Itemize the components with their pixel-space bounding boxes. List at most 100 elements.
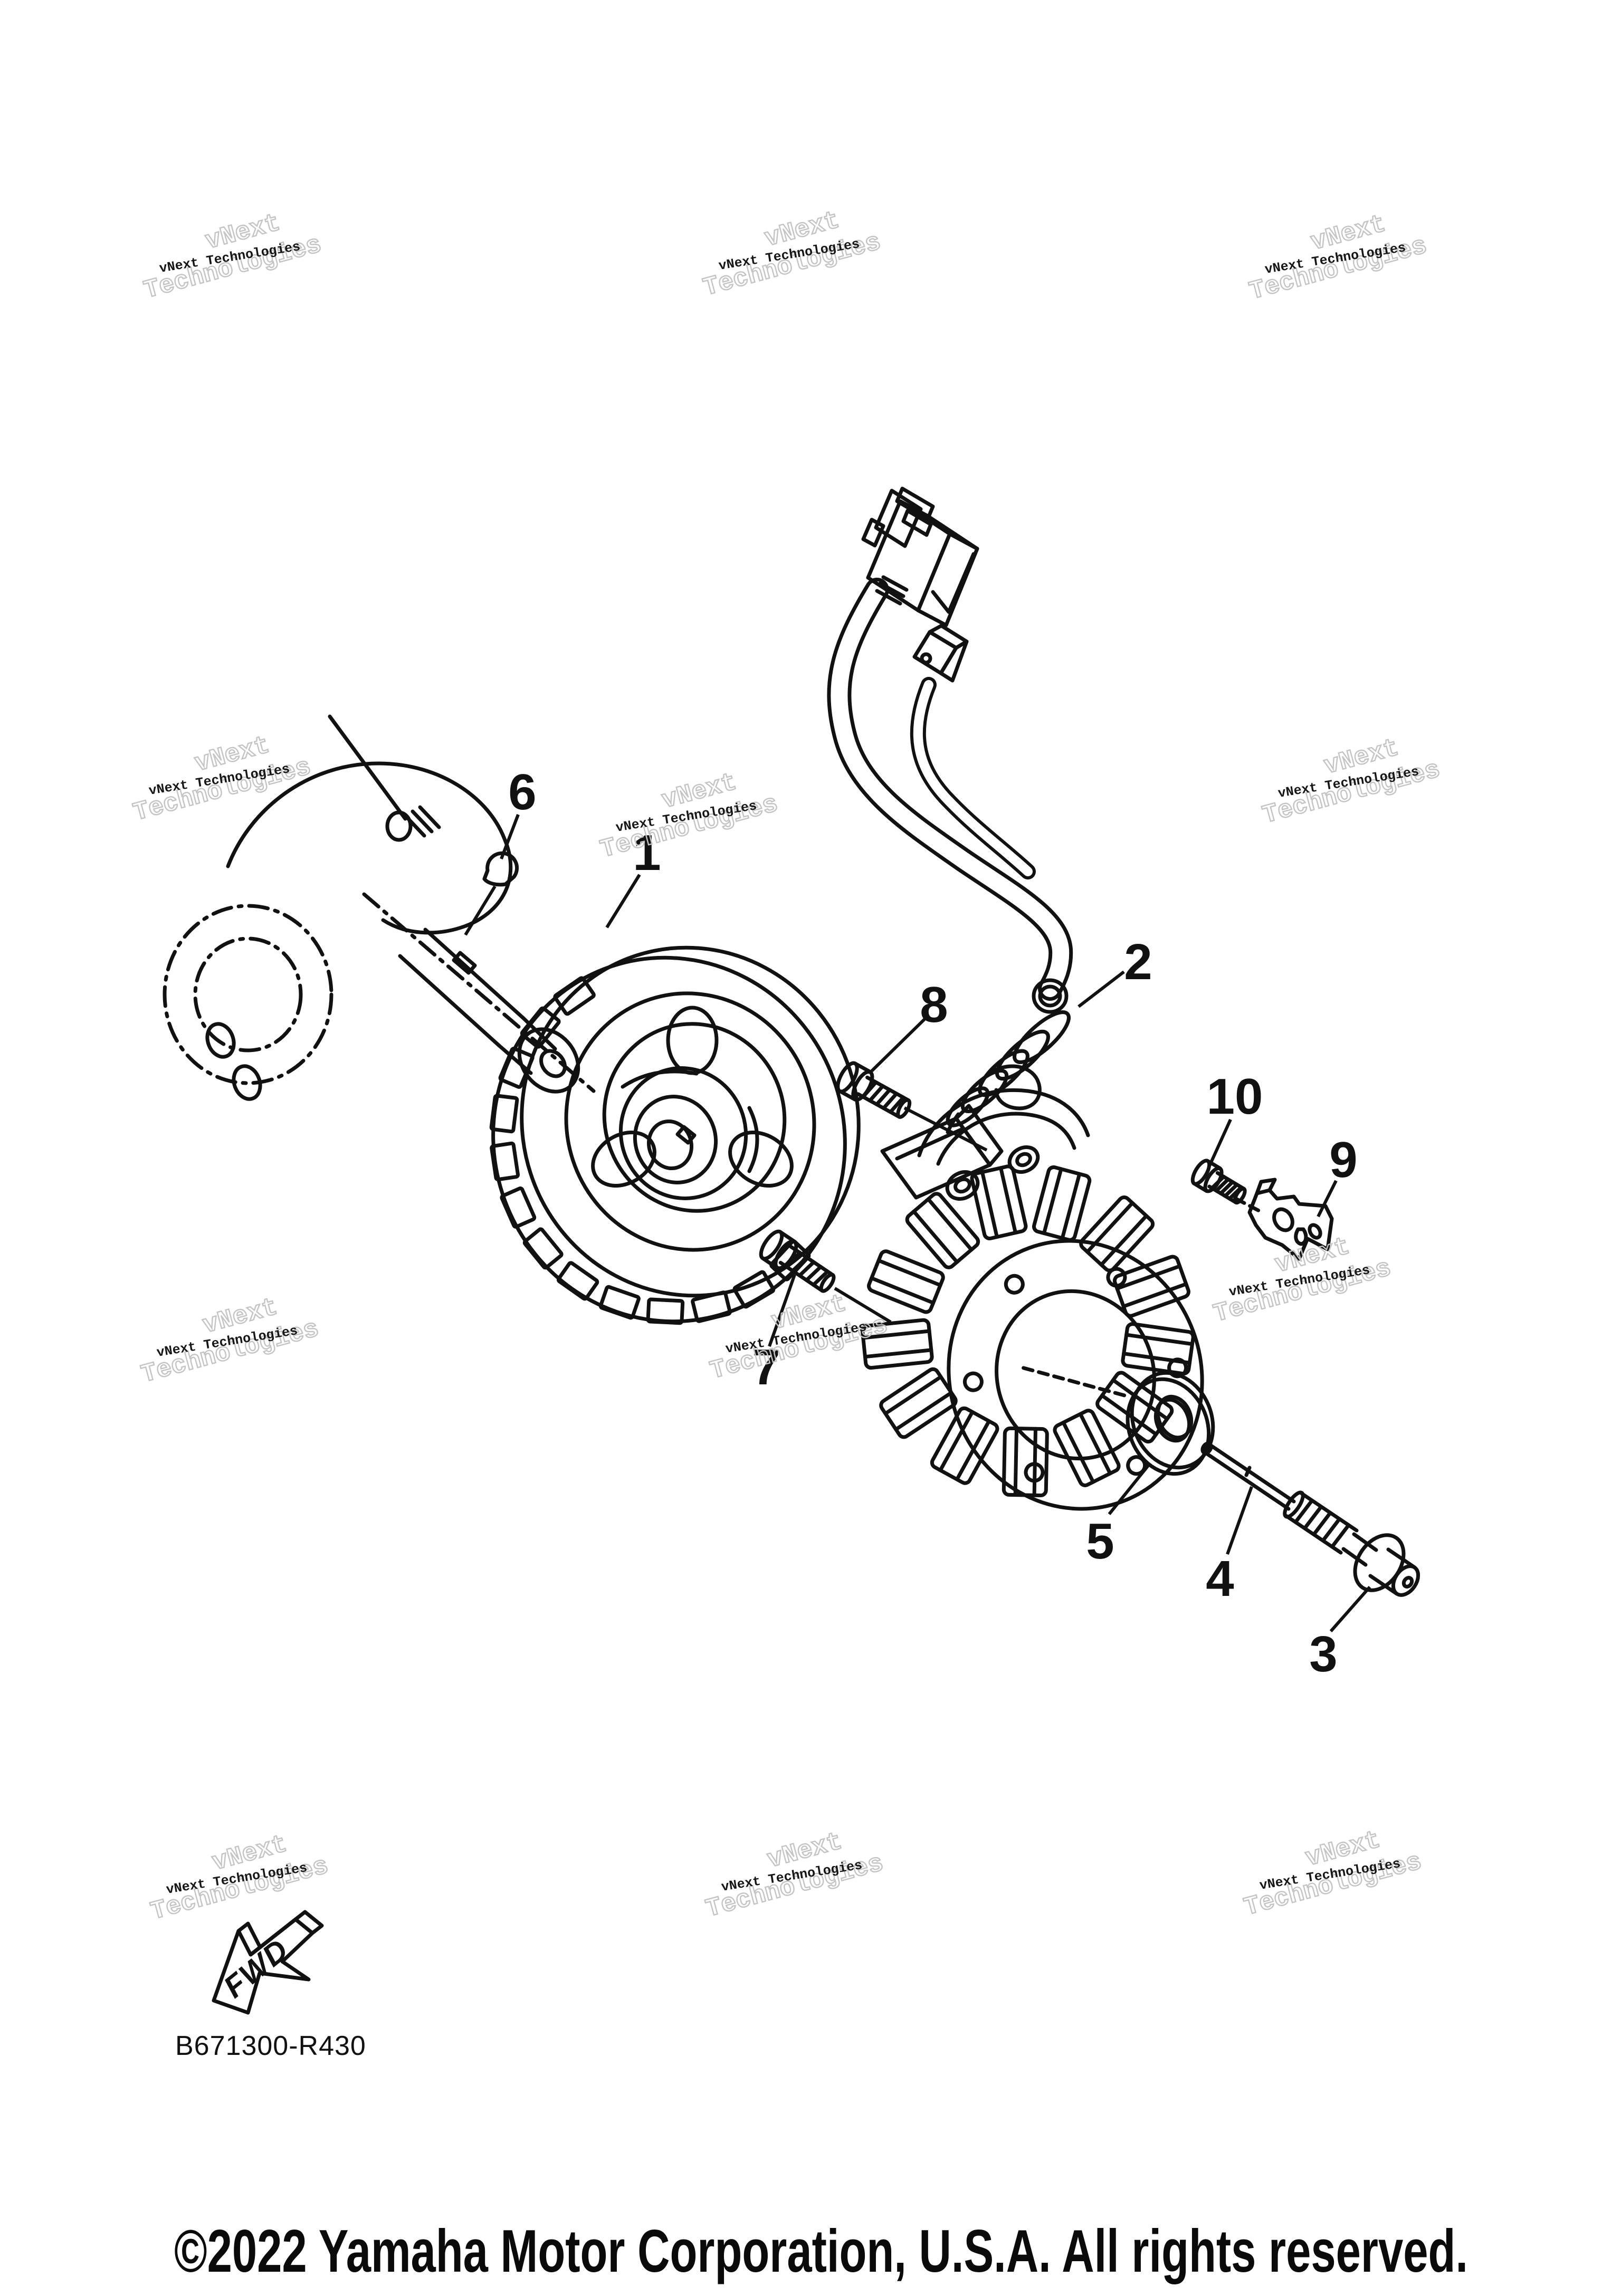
stator-flange	[947, 1239, 1204, 1511]
stator-coil	[1079, 1195, 1155, 1273]
stator-coil	[879, 1367, 958, 1439]
coil-winding-line	[863, 1348, 933, 1359]
flange-hole	[962, 1371, 984, 1392]
coil-winding-line	[876, 1258, 942, 1287]
rod-thread	[1312, 1511, 1332, 1536]
coil-winding-line	[1013, 1427, 1019, 1497]
callout-leader-7	[834, 1287, 892, 1324]
holder-bracket	[1247, 1178, 1334, 1261]
bolt-thread	[1210, 1174, 1226, 1190]
bolt-thread	[875, 1088, 892, 1106]
diagram-art: FWD B671300-R430	[163, 486, 1420, 2061]
callout-4: 4	[1206, 1551, 1234, 1607]
bolt-shank	[1215, 1171, 1246, 1191]
callout-leader-6	[500, 814, 520, 860]
rod-thread	[1303, 1505, 1323, 1529]
bolt-head-back	[836, 1061, 859, 1094]
rod-thread	[1321, 1518, 1341, 1542]
flange-hole	[1004, 1274, 1025, 1295]
bolt-thread	[861, 1080, 878, 1099]
rotor-slot	[556, 1261, 599, 1301]
watermark: vNext Technologies vNext Technologies	[140, 208, 325, 306]
coil-winding-line	[999, 1166, 1017, 1235]
coil-winding-line	[912, 1209, 959, 1264]
bolt-thread	[790, 1255, 809, 1273]
bolt-thread	[804, 1265, 823, 1283]
callout-9: 9	[1329, 1132, 1357, 1188]
coil-winding-line	[1061, 1420, 1095, 1484]
callout-leader-2	[1078, 970, 1125, 1008]
callout-7: 7	[752, 1339, 780, 1395]
callout-leader-5	[1108, 1465, 1150, 1515]
bolt-tip	[1233, 1187, 1247, 1205]
rotor-slot	[522, 1227, 564, 1270]
watermark: vNext Technologies vNext Technologies	[1210, 1232, 1395, 1329]
rod-thread	[1294, 1499, 1313, 1524]
watermark: vNext Technologies vNext Technologies	[138, 1293, 322, 1390]
callout-leader-7	[768, 1274, 796, 1347]
stator-coil	[930, 1406, 999, 1485]
callout-3: 3	[1309, 1626, 1337, 1682]
coil-winding-line	[1042, 1167, 1063, 1236]
copyright-text: ©2022 Yamaha Motor Corporation, U.S.A. A…	[174, 2218, 1468, 2285]
coil-winding-line	[1032, 1427, 1038, 1497]
stator-coil	[867, 1249, 945, 1314]
stator-coil	[861, 1318, 934, 1370]
callout-leader-4	[1226, 1486, 1253, 1555]
stator-tooth	[905, 1192, 980, 1269]
bolt-shank	[865, 1075, 910, 1102]
bolt-shank	[856, 1092, 901, 1119]
watermark: vNext Technologies vNext Technologies	[130, 731, 314, 828]
bolt10-install-line	[1234, 1197, 1262, 1213]
watermarks: vNext Technologies vNext Technologies vN…	[130, 206, 1444, 1927]
coil-winding-line	[1060, 1172, 1082, 1240]
coil-winding-line	[938, 1410, 975, 1472]
bolt-thread	[1214, 1177, 1230, 1193]
bolt-thread	[1218, 1180, 1235, 1195]
stator-tooth	[930, 1406, 999, 1485]
rotor-slot	[520, 1006, 561, 1049]
stator-tooth	[1032, 1165, 1092, 1242]
callout-leader-6	[464, 885, 497, 936]
callout-leader-9	[1317, 1180, 1338, 1218]
rotor-slot	[490, 1141, 520, 1182]
woodruff-key	[482, 851, 519, 887]
stator-tooth	[1053, 1409, 1121, 1487]
stator-tooth	[867, 1249, 945, 1314]
stator-lead-block	[880, 1104, 1004, 1200]
rotor-slot	[732, 1270, 776, 1309]
watermark: vNext Technologies vNext Technologies	[147, 1830, 332, 1927]
bolt-shank	[1207, 1184, 1238, 1204]
stator-tooth	[1112, 1255, 1190, 1318]
harness-connector-main	[861, 486, 979, 627]
watermark: vNext Technologies vNext Technologies	[702, 1827, 887, 1925]
stator-coil	[1053, 1409, 1121, 1487]
rotor-slot	[500, 1186, 537, 1229]
bolt-thread	[882, 1092, 899, 1111]
bolt-10	[1190, 1159, 1247, 1205]
bolt-thread	[784, 1251, 802, 1268]
stator-coil	[1032, 1165, 1092, 1242]
stator-coil	[1121, 1322, 1195, 1376]
callout-8: 8	[920, 977, 948, 1033]
callout-5: 5	[1086, 1513, 1114, 1570]
stator-tooth	[879, 1367, 958, 1439]
wire-harness	[827, 486, 1073, 1134]
coil-winding-line	[861, 1329, 931, 1340]
coil-winding-line	[1099, 1214, 1148, 1267]
bolt-shank	[778, 1260, 824, 1293]
callout-leader-8	[870, 1018, 926, 1073]
flange-hole	[1024, 1462, 1045, 1483]
rotor-slot	[489, 1094, 519, 1134]
coil-winding-line	[894, 1391, 953, 1431]
bolt-shank	[789, 1245, 835, 1277]
bolt-thread	[1223, 1182, 1239, 1198]
coil-winding-line	[870, 1276, 936, 1305]
watermark: vNext Technologies vNext Technologies	[1246, 209, 1431, 307]
flange-bolt	[1200, 1441, 1420, 1597]
stator-tooth	[1079, 1195, 1155, 1273]
callout-2: 2	[1124, 934, 1152, 990]
